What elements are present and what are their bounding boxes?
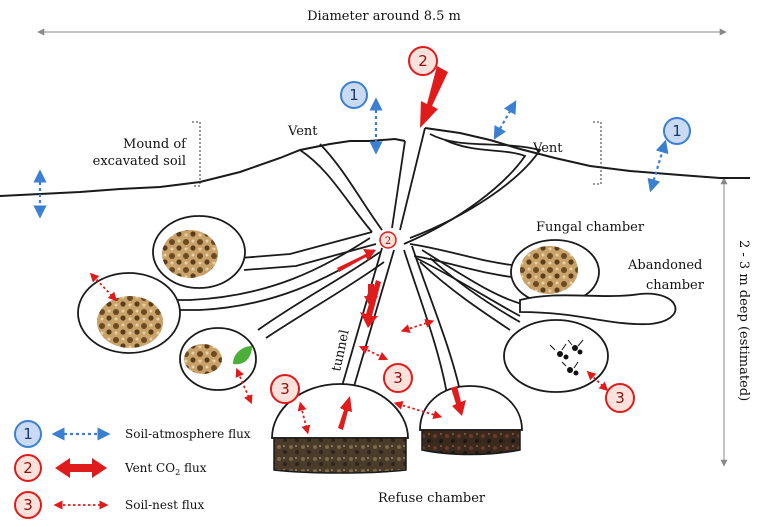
diameter-label: Diameter around 8.5 m (307, 9, 461, 24)
svg-text:1: 1 (23, 425, 33, 443)
svg-text:2: 2 (23, 459, 33, 477)
svg-text:2: 2 (418, 52, 428, 70)
marker-1b: 1 (663, 117, 691, 145)
svg-text:Soil-nest flux: Soil-nest flux (125, 498, 205, 512)
refuse-chamber-right (419, 385, 523, 431)
legend: 1 Soil-atmosphere flux 2 Vent CO2 flux 3… (14, 420, 251, 519)
marker-3-right: 3 (605, 383, 635, 413)
refuse-fill-left (273, 437, 407, 474)
refuse-fill-right (421, 429, 521, 456)
legend-item-2: 2 Vent CO2 flux (14, 454, 207, 482)
depth-label: 2 - 3 m deep (estimated) (736, 240, 751, 401)
svg-text:Soil-atmosphere flux: Soil-atmosphere flux (125, 427, 251, 441)
chamber-ants (503, 319, 609, 393)
vent-left-label: Vent (287, 124, 318, 139)
abandoned-chamber-label: Abandoned (627, 258, 702, 273)
fungal-chamber-label: Fungal chamber (536, 220, 645, 235)
svg-text:3: 3 (615, 389, 625, 407)
tunnel-label: tunnel (329, 328, 352, 372)
ants-icon (549, 339, 584, 376)
chamber-abandoned (519, 292, 677, 326)
mound-bracket (192, 121, 201, 187)
vent-bracket (593, 121, 602, 185)
marker-3-center: 3 (383, 363, 413, 393)
svg-text:3: 3 (280, 380, 290, 398)
leaf-icon (233, 346, 252, 365)
ground-surface (0, 137, 406, 197)
svg-text:3: 3 (393, 369, 403, 387)
refuse-chamber-label: Refuse chamber (378, 491, 486, 506)
vent-flux-arrows (337, 66, 466, 430)
svg-text:1: 1 (672, 122, 682, 140)
marker-2-top: 2 (408, 46, 438, 76)
svg-text:2: 2 (385, 236, 391, 247)
svg-text:Vent CO2 flux: Vent CO2 flux (124, 461, 207, 477)
marker-1a: 1 (340, 81, 368, 109)
fungus-combs (97, 230, 578, 374)
mound-label-2: excavated soil (93, 154, 186, 169)
legend-item-3: 3 Soil-nest flux (14, 491, 205, 519)
soil-nest-arrows (89, 272, 609, 435)
marker-3-left: 3 (270, 374, 300, 404)
ground-surface-right (424, 127, 750, 179)
soil-atmosphere-arrows (33, 97, 669, 219)
legend-item-1: 1 Soil-atmosphere flux (14, 420, 251, 448)
mound-label: Mound of (123, 137, 187, 152)
vent-right-label: Vent (532, 141, 563, 156)
svg-text:3: 3 (23, 496, 33, 514)
abandoned-chamber-label-2: chamber (646, 278, 705, 293)
svg-text:1: 1 (349, 86, 359, 104)
marker-2-center: 2 (379, 231, 397, 249)
